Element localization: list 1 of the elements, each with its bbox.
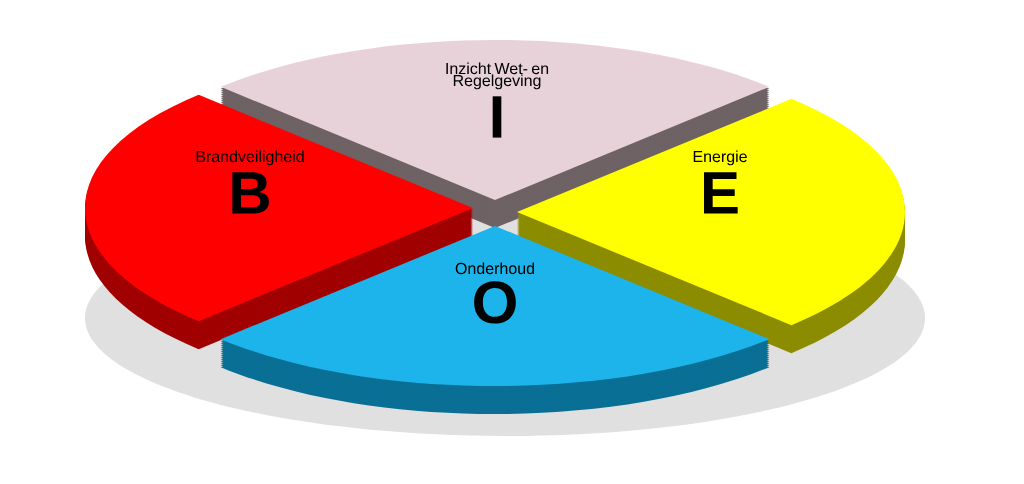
pie-segment: Onderhoud O: [220, 226, 770, 414]
